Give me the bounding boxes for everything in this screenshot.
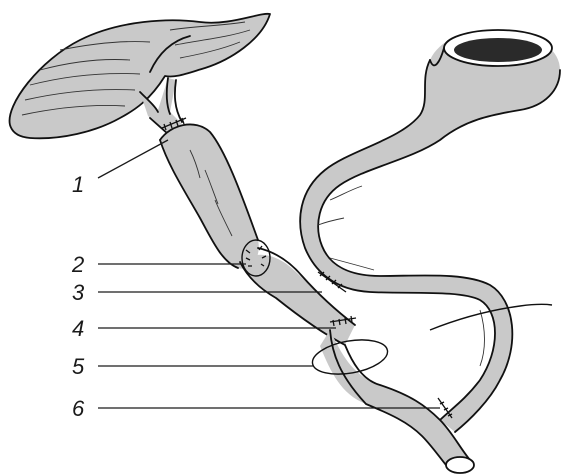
callout-label-6: 6 [72,396,85,421]
callout-label-2: 2 [71,252,84,277]
callout-label-4: 4 [72,316,84,341]
callout-label-5: 5 [72,354,85,379]
liver [10,14,270,139]
intestinal-limb-lower [320,330,474,473]
callout-label-1: 1 [72,172,84,197]
duct-graft-lower [240,248,355,345]
callout-label-3: 3 [72,280,85,305]
duct-graft-upper [160,124,259,268]
